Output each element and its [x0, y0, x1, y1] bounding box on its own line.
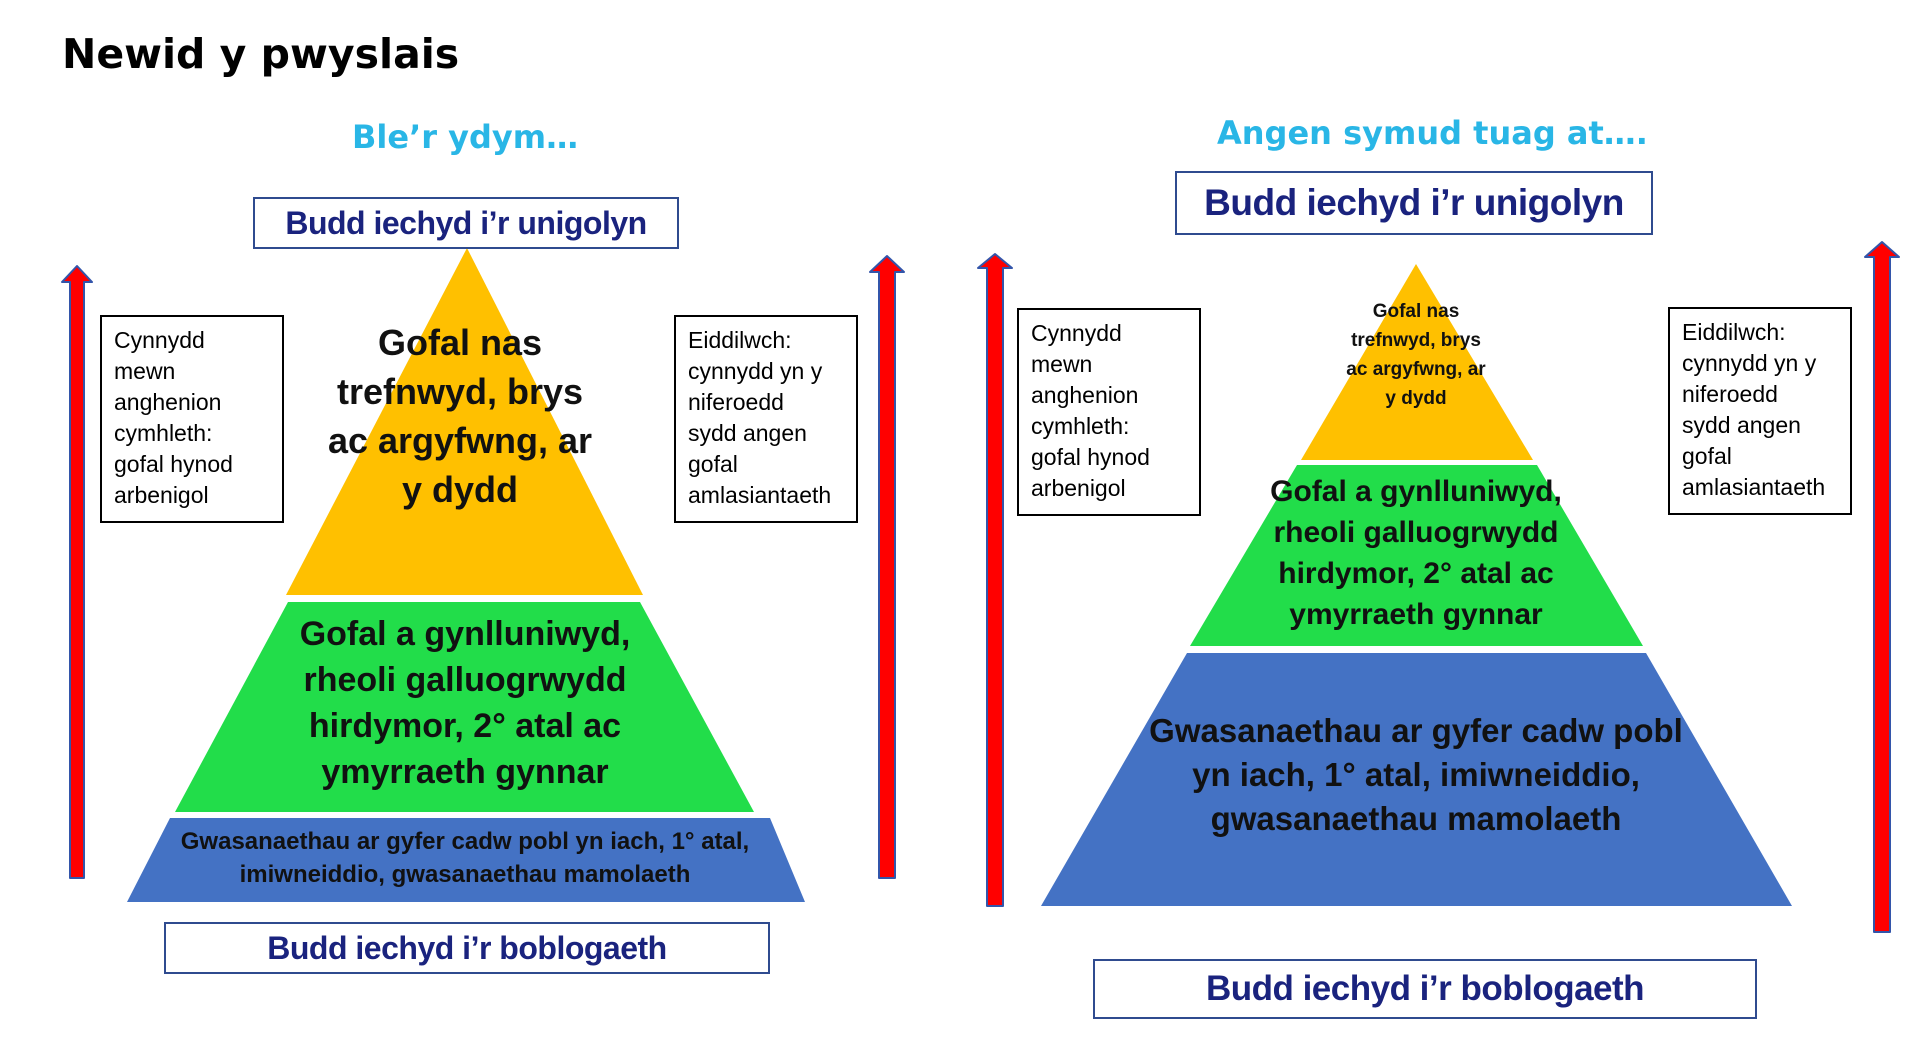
right-inner-arrow — [977, 253, 1013, 907]
right-base-label: Gwasanaethau ar gyfer cadw pobl yn iach,… — [1149, 712, 1683, 837]
left-top-banner: Budd iechyd i’r unigolyn — [253, 197, 679, 249]
left-tier-apex — [286, 248, 643, 595]
right-tier-middle — [1190, 465, 1643, 646]
right-right-box: Eiddilwch: cynnydd yn y niferoedd sydd a… — [1668, 307, 1852, 515]
left-inner-arrow — [869, 255, 905, 879]
right-tier-apex — [1301, 264, 1533, 460]
right-apex-label: Gofal nas trefnwyd, brys ac argyfwng, ar… — [1346, 301, 1486, 409]
right-outer-arrow — [1864, 241, 1900, 933]
left-middle-label: Gofal a gynlluniwyd, rheoli galluogrwydd… — [299, 615, 631, 791]
page-title: Newid y pwyslais — [62, 30, 460, 78]
left-tier-middle — [175, 602, 754, 812]
right-subtitle: Angen symud tuag at…. — [1217, 114, 1648, 152]
right-tier-base — [1041, 653, 1792, 906]
left-apex-label: Gofal nas trefnwyd, brys ac argyfwng, ar… — [327, 322, 593, 510]
right-top-banner: Budd iechyd i’r unigolyn — [1175, 171, 1653, 235]
left-bottom-banner: Budd iechyd i’r boblogaeth — [164, 922, 770, 974]
left-left-box: Cynnydd mewn anghenion cymhleth: gofal h… — [100, 315, 284, 523]
right-middle-label: Gofal a gynlluniwyd, rheoli galluogrwydd… — [1270, 475, 1562, 631]
left-right-box: Eiddilwch: cynnydd yn y niferoedd sydd a… — [674, 315, 858, 523]
left-subtitle: Ble’r ydym… — [352, 118, 579, 156]
right-bottom-banner: Budd iechyd i’r boblogaeth — [1093, 959, 1757, 1019]
left-outer-arrow — [61, 265, 93, 879]
left-base-label: Gwasanaethau ar gyfer cadw pobl yn iach,… — [180, 828, 750, 888]
left-tier-base — [127, 818, 805, 902]
right-left-box: Cynnydd mewn anghenion cymhleth: gofal h… — [1017, 308, 1201, 516]
